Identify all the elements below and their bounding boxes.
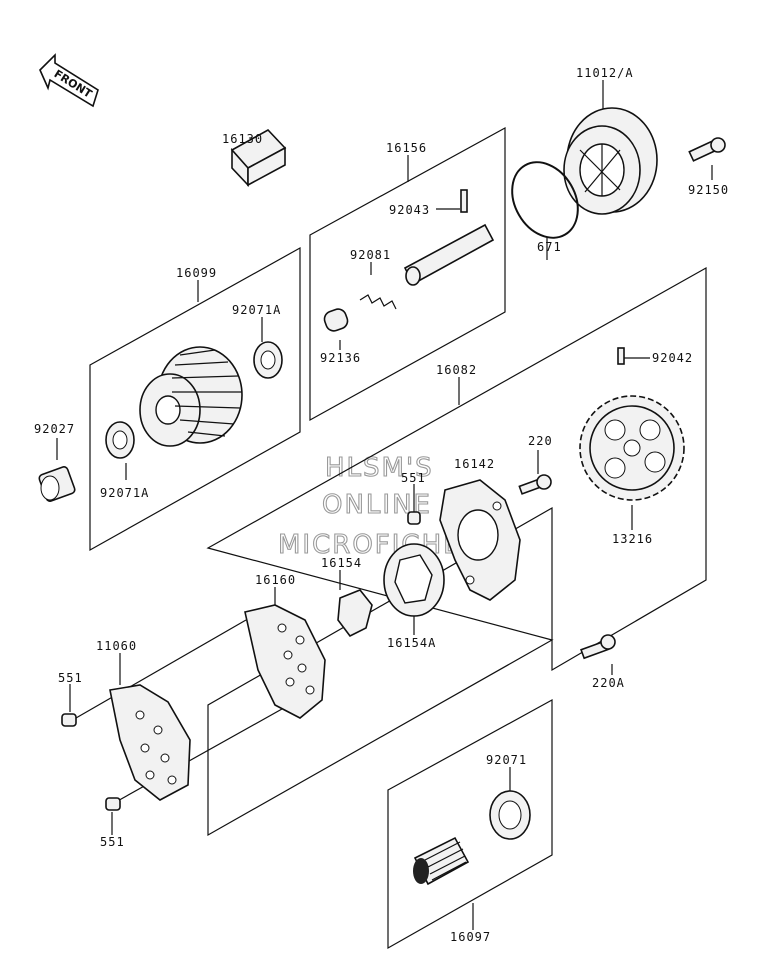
relief-valve-parts[interactable] [322, 189, 495, 333]
label-16097: 16097 [450, 930, 491, 944]
label-11060: 11060 [96, 639, 137, 653]
bolt-220a-part[interactable] [580, 634, 616, 660]
oil-filter-part[interactable] [139, 346, 243, 447]
outer-rotor-16154a-part[interactable] [383, 543, 445, 617]
strainer-16097-part[interactable] [413, 836, 470, 886]
label-92027: 92027 [34, 422, 75, 436]
o-ring-671-part[interactable] [499, 150, 591, 249]
seal-92071-part[interactable] [489, 790, 531, 840]
label-16156: 16156 [386, 141, 427, 155]
bolt-92150-part[interactable] [688, 137, 726, 162]
seal-92071a-top-part[interactable] [253, 341, 283, 379]
label-92081: 92081 [350, 248, 391, 262]
label-16142: 16142 [454, 457, 495, 471]
label-16154a: 16154A [387, 636, 436, 650]
bushing-92027-part[interactable] [38, 466, 76, 503]
pin-551-mid-part[interactable] [407, 511, 421, 525]
label-16099: 16099 [176, 266, 217, 280]
label-92043: 92043 [389, 203, 430, 217]
seal-92071a-bottom-part[interactable] [105, 421, 135, 459]
plate-11060-part[interactable] [109, 684, 191, 801]
pump-cover-part[interactable] [563, 107, 658, 215]
watermark-line-1: HLSM'S [325, 453, 434, 483]
label-551-left: 551 [58, 671, 83, 685]
pin-551-bottom-part[interactable] [105, 797, 121, 811]
bolt-220-part[interactable] [518, 474, 552, 495]
label-551-bottom: 551 [100, 835, 125, 849]
pump-body-16142-part[interactable] [439, 479, 521, 601]
group-box-16097 [387, 698, 553, 950]
label-92136: 92136 [320, 351, 361, 365]
group-box-16156 [309, 126, 506, 422]
group-box-16099 [89, 246, 301, 552]
label-551-mid: 551 [401, 471, 426, 485]
front-arrow-icon: FRONT [39, 53, 99, 108]
label-16082: 16082 [436, 363, 477, 377]
pin-92042-part[interactable] [617, 347, 625, 365]
label-11012a: 11012/A [576, 66, 634, 80]
label-220: 220 [528, 434, 553, 448]
label-16160: 16160 [255, 573, 296, 587]
label-13216: 13216 [612, 532, 653, 546]
label-220a: 220A [592, 676, 625, 690]
label-92071a-bottom: 92071A [100, 486, 149, 500]
watermark: HLSM'S ONLINE MICROFICHE [277, 452, 460, 560]
group-box-16082 [206, 266, 707, 837]
label-92071: 92071 [486, 753, 527, 767]
label-16154: 16154 [321, 556, 362, 570]
label-92042: 92042 [652, 351, 693, 365]
fitting-16130-part[interactable] [230, 128, 287, 188]
inner-rotor-16154-part[interactable] [337, 589, 373, 638]
gear-13216-part[interactable] [579, 395, 685, 501]
pin-551-left-part[interactable] [61, 713, 77, 727]
label-92150: 92150 [688, 183, 729, 197]
label-16130: 16130 [222, 132, 263, 146]
label-92071a-top: 92071A [232, 303, 281, 317]
label-671: 671 [537, 240, 562, 254]
plate-16160-part[interactable] [244, 604, 326, 719]
